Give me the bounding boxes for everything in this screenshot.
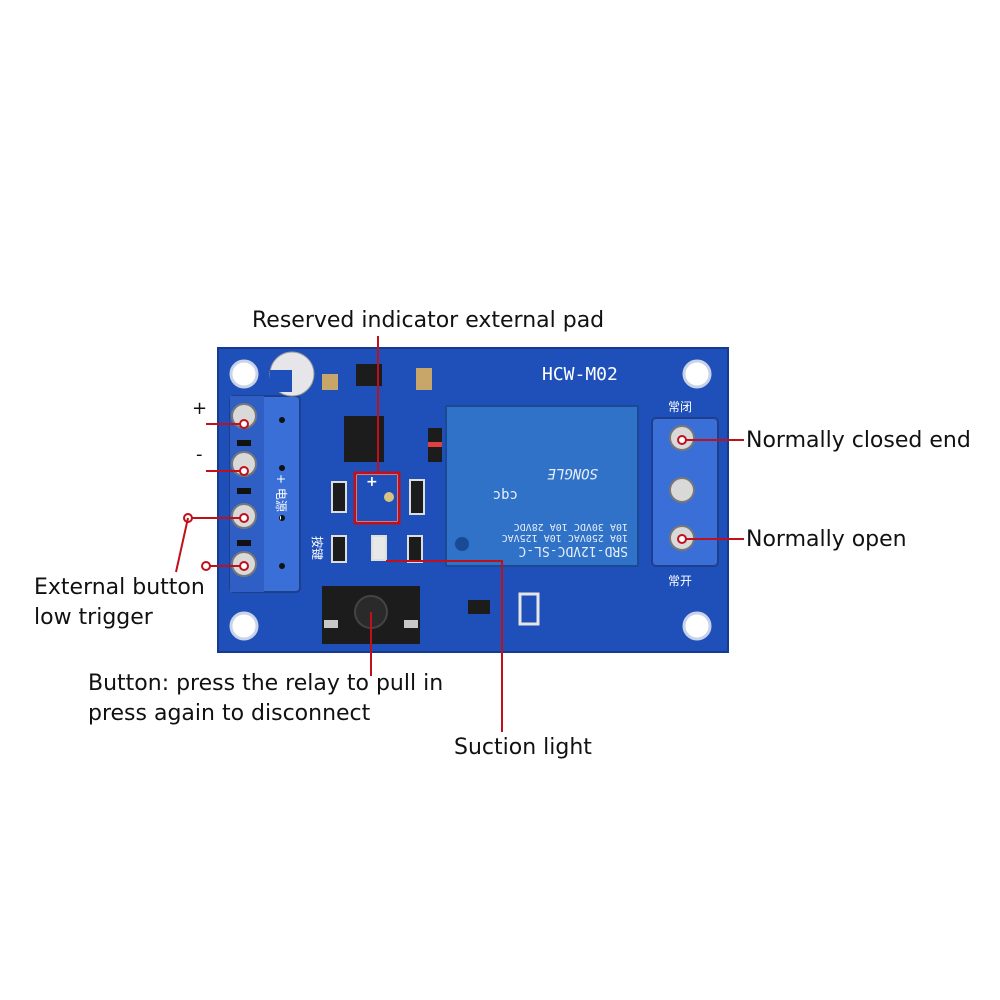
reserved-pad-highlight xyxy=(353,471,401,525)
button-silk-label: 按键 xyxy=(310,536,324,561)
smd-capacitor xyxy=(322,374,338,390)
relay-brand: SONGLE xyxy=(547,465,598,481)
callout-external-button-line1: External button xyxy=(34,575,205,600)
callout-button-line1: Button: press the relay to pull in xyxy=(88,671,444,696)
callout-button-line2: press again to disconnect xyxy=(88,701,371,726)
indicator-led xyxy=(371,535,387,561)
mount-hole xyxy=(682,611,712,641)
mount-hole xyxy=(229,359,259,389)
terminal-screw xyxy=(669,477,695,503)
callout-normally-open: Normally open xyxy=(746,527,907,552)
plus-sign: + xyxy=(192,398,208,419)
relay-rating-ac: 10A 250VAC 10A 125VAC xyxy=(501,532,628,543)
board-model-label: HCW-M02 xyxy=(542,364,618,385)
plus-pad-label: + xyxy=(366,474,378,490)
mount-hole xyxy=(682,359,712,389)
smd-resistor xyxy=(331,481,347,513)
callout-normally-closed: Normally closed end xyxy=(746,428,971,453)
smd-resistor xyxy=(331,535,347,563)
nc-silk-label: 常闭 xyxy=(668,400,693,414)
smd-capacitor xyxy=(416,368,432,390)
relay-cert: cqc xyxy=(492,487,518,503)
power-silk-label: + 电源 - xyxy=(274,474,288,521)
relay-model: SRD-12VDC-SL-C xyxy=(518,543,628,558)
callout-reserved-pad: Reserved indicator external pad xyxy=(252,308,605,333)
no-silk-label: 常开 xyxy=(668,574,693,588)
smd-pad xyxy=(518,592,540,626)
minus-sign: - xyxy=(196,444,203,465)
smd-resistor xyxy=(409,479,425,515)
callout-suction-light: Suction light xyxy=(454,735,592,760)
smd-resistor xyxy=(407,535,423,563)
relay-rating-dc: 10A 30VDC 10A 28VDC xyxy=(513,521,628,532)
relay-body xyxy=(445,405,639,567)
mount-hole xyxy=(229,611,259,641)
smd-transistor xyxy=(468,600,490,614)
relay-text: SRD-12VDC-SL-C 10A 250VAC 10A 125VAC 10A… xyxy=(460,465,628,558)
transistor xyxy=(356,364,382,386)
callout-external-button-line2: low trigger xyxy=(34,605,153,630)
